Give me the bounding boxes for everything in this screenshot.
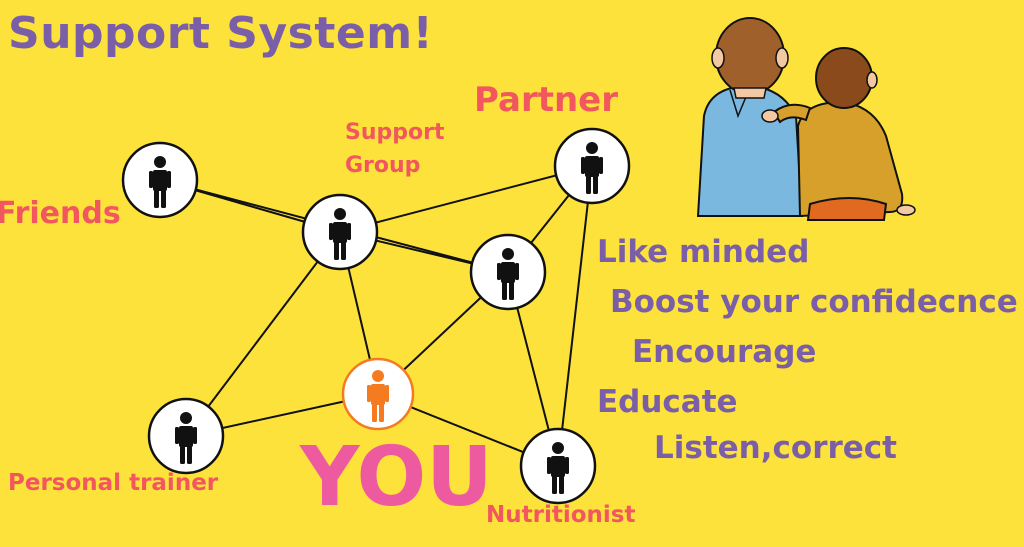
label-support-group-line2: Group xyxy=(345,153,421,178)
node-friends xyxy=(121,141,199,219)
benefit-item: Educate xyxy=(597,384,738,420)
edge-support-partner xyxy=(339,165,593,233)
edge-support-trainer xyxy=(185,231,341,437)
page-title: Support System! xyxy=(8,8,434,59)
node-partner xyxy=(553,127,631,205)
label-friends: Friends xyxy=(0,196,121,231)
benefit-item: Listen,correct xyxy=(654,430,897,466)
label-partner: Partner xyxy=(474,80,619,120)
label-support-group-line1: Support xyxy=(345,120,445,145)
benefit-item: Boost your confidecnce xyxy=(610,284,1018,320)
benefit-item: Like minded xyxy=(597,234,810,270)
two-people-sitting-illustration xyxy=(696,17,916,221)
node-nutritionist xyxy=(519,427,597,505)
edge-partner-nutri xyxy=(557,165,593,467)
node-support-group xyxy=(301,193,379,271)
benefit-item: Encourage xyxy=(632,334,817,370)
label-nutritionist: Nutritionist xyxy=(486,502,636,528)
label-personal-trainer: Personal trainer xyxy=(8,470,219,496)
node-personal-trainer xyxy=(147,397,225,475)
node-middle xyxy=(469,233,547,311)
label-you: YOU xyxy=(300,430,493,525)
node-you xyxy=(341,357,415,431)
